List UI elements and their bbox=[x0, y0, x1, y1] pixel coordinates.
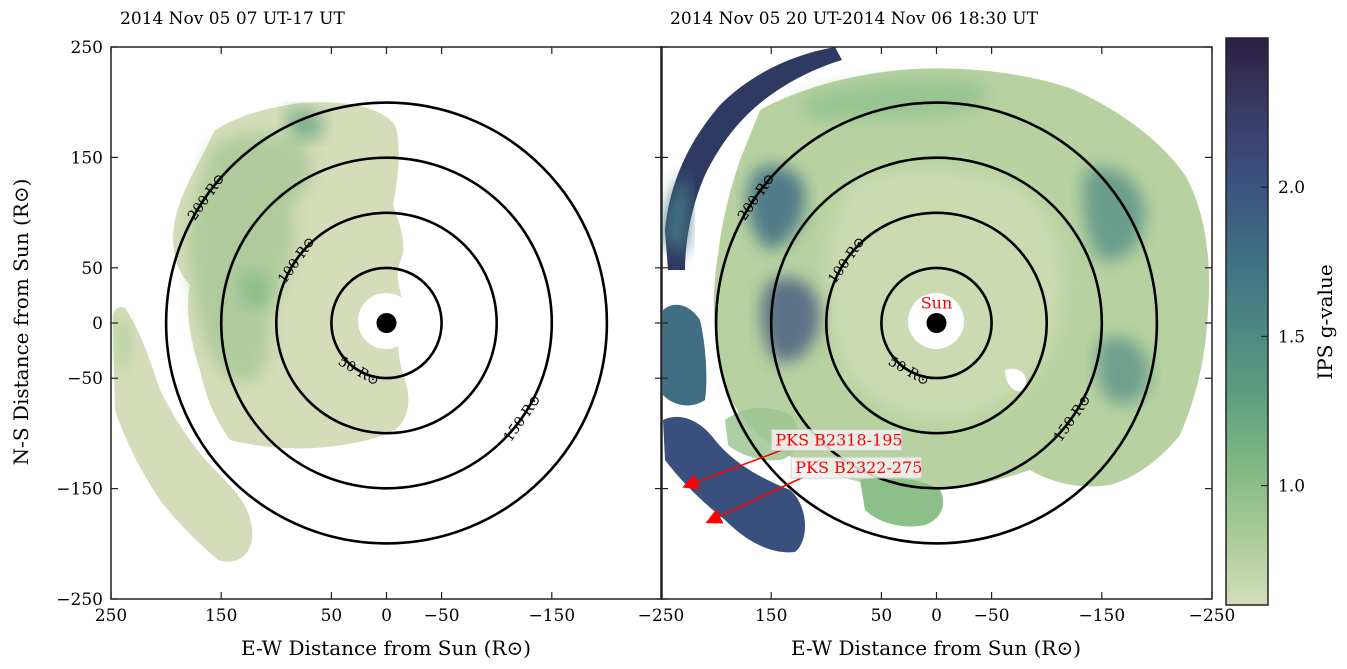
left-ring-150 bbox=[219, 156, 554, 490]
colorbar-tick-label: 1.5 bbox=[1278, 327, 1305, 347]
annotation-label-sun: Sun bbox=[921, 294, 953, 313]
left-x-tick-label: 250 bbox=[95, 606, 127, 626]
left-x-tick-label: 0 bbox=[381, 606, 392, 626]
right-x-axis-label: E-W Distance from Sun (R⊙) bbox=[791, 636, 1081, 660]
right-ring-100 bbox=[824, 211, 1048, 435]
left-x-tick-label: 50 bbox=[321, 606, 343, 626]
left-gvalue-map bbox=[112, 102, 414, 562]
annotation-label-2: PKS B2322-275 bbox=[795, 458, 922, 477]
right-gvalue-region-lowerleft bbox=[663, 304, 707, 406]
left-y-tick-label: −50 bbox=[67, 369, 103, 389]
right-gvalue-region-outer-arc-teal bbox=[663, 175, 690, 255]
annotation-arrow bbox=[705, 476, 804, 524]
right-gvalue-region-lighter bbox=[825, 167, 1064, 421]
right-gvalue-map bbox=[663, 47, 1210, 553]
right-x-tick-label: 50 bbox=[871, 606, 893, 626]
right-axis-ticks: −250 150 50 0 −50 −150 −250 bbox=[638, 46, 1236, 626]
left-y-axis-label: N-S Distance from Sun (R⊙) bbox=[9, 179, 33, 466]
right-gvalue-region-lowerleft-band bbox=[663, 416, 806, 553]
left-sun-marker bbox=[376, 313, 397, 333]
annotation-arrow bbox=[682, 448, 784, 490]
right-x-tick-label: 150 bbox=[755, 606, 787, 626]
right-gvalue-region-blue-left bbox=[761, 277, 821, 362]
left-ring-50 bbox=[330, 266, 443, 380]
right-gvalue-region-bottom bbox=[860, 477, 944, 527]
left-x-tick-label: −150 bbox=[528, 606, 575, 626]
left-y-tick-label: −250 bbox=[56, 590, 103, 610]
left-panel-title: 2014 Nov 05 07 UT-17 UT bbox=[120, 9, 345, 29]
right-x-tick-label: −50 bbox=[974, 606, 1010, 626]
right-sun-marker bbox=[926, 313, 947, 333]
annotation-label-1: PKS B2318-195 bbox=[775, 431, 902, 450]
right-x-tick-label: −150 bbox=[1078, 606, 1125, 626]
left-gvalue-region-band bbox=[112, 307, 253, 562]
right-ring-50 bbox=[880, 266, 993, 380]
right-x-tick-label: −250 bbox=[1189, 606, 1236, 626]
colorbar-gradient bbox=[1225, 37, 1269, 606]
left-gvalue-region-band-green bbox=[113, 317, 132, 375]
right-x-tick-label: 0 bbox=[931, 606, 942, 626]
right-ring-200 bbox=[714, 101, 1159, 545]
colorbar-label: IPS g-value bbox=[1313, 264, 1337, 379]
right-panel: 2014 Nov 05 20 UT-2014 Nov 06 18:30 UT 5… bbox=[638, 9, 1236, 660]
left-y-tick-label: 50 bbox=[81, 259, 103, 279]
right-panel-title: 2014 Nov 05 20 UT-2014 Nov 06 18:30 UT bbox=[670, 9, 1039, 29]
right-ring-150 bbox=[769, 156, 1104, 490]
right-gvalue-region-teal-right2 bbox=[1096, 336, 1150, 404]
left-x-axis-label: E-W Distance from Sun (R⊙) bbox=[241, 636, 531, 660]
left-x-tick-label: 150 bbox=[205, 606, 237, 626]
colorbar-ticks: 2.0 1.5 1.0 bbox=[1261, 178, 1305, 497]
left-ring-100 bbox=[274, 211, 498, 435]
left-axis-ticks: 250 150 50 0 −50 −150 250 150 50 0 −50 −150 −250 bbox=[56, 38, 662, 626]
left-panel: 2014 Nov 05 07 UT-17 UT 50 R⊙100 R⊙150 R… bbox=[9, 9, 663, 660]
left-gvalue-region-teal2 bbox=[240, 272, 272, 308]
right-x-tick-label: −250 bbox=[638, 606, 685, 626]
left-y-tick-label: −150 bbox=[56, 480, 103, 500]
right-gvalue-region-green-top bbox=[800, 78, 988, 120]
left-y-tick-label: 0 bbox=[92, 314, 103, 334]
left-x-tick-label: −50 bbox=[424, 606, 460, 626]
colorbar-tick-label: 2.0 bbox=[1278, 178, 1305, 198]
colorbar: 2.0 1.5 1.0 IPS g-value bbox=[1225, 37, 1337, 606]
right-gvalue-region-teal-right bbox=[1083, 167, 1145, 261]
colorbar-tick-label: 1.0 bbox=[1278, 477, 1305, 497]
left-y-tick-label: 150 bbox=[71, 148, 103, 168]
left-gvalue-region-teal bbox=[285, 108, 325, 141]
left-y-tick-label: 250 bbox=[71, 38, 103, 58]
left-ring-200 bbox=[164, 101, 609, 545]
